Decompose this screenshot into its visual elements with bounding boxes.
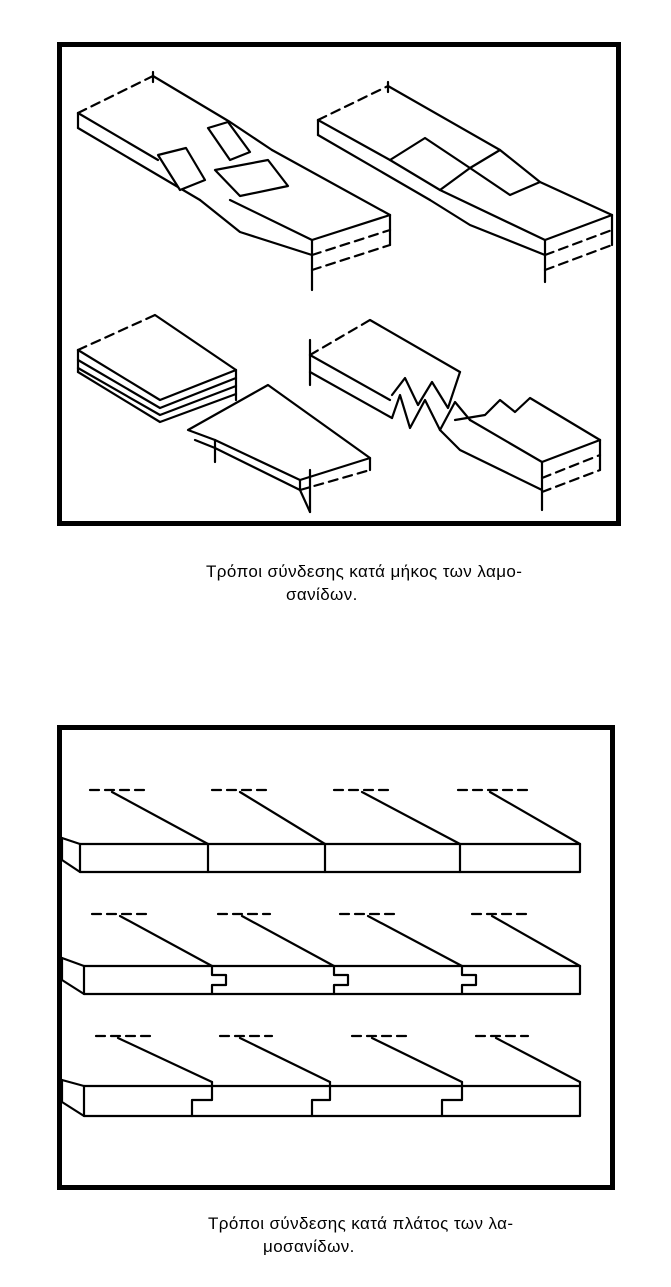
caption-bottom-line2: μοσανίδων. <box>263 1237 355 1256</box>
joint-bottom-left <box>76 313 372 514</box>
joint-top-right <box>316 80 614 284</box>
caption-lengthwise-joints: Τρόποι σύνδεσης κατά μήκος των λαμο- σαν… <box>206 560 522 606</box>
row-butt-joint <box>60 788 582 874</box>
lengthwise-joints-drawing <box>76 70 614 514</box>
caption-bottom-line1: Τρόποι σύνδεσης κατά πλάτος των λα- <box>208 1214 514 1233</box>
joint-top-left <box>76 70 392 292</box>
widthwise-joints-figure <box>57 725 615 1190</box>
caption-top-line2: σανίδων. <box>286 585 358 604</box>
row-tongue-groove-joint <box>60 912 582 996</box>
caption-widthwise-joints: Τρόποι σύνδεσης κατά πλάτος των λα- μοσα… <box>208 1212 513 1258</box>
joint-bottom-right <box>308 318 602 512</box>
row-rebate-joint <box>60 1034 582 1118</box>
caption-top-line1: Τρόποι σύνδεσης κατά μήκος των λαμο- <box>206 562 523 581</box>
